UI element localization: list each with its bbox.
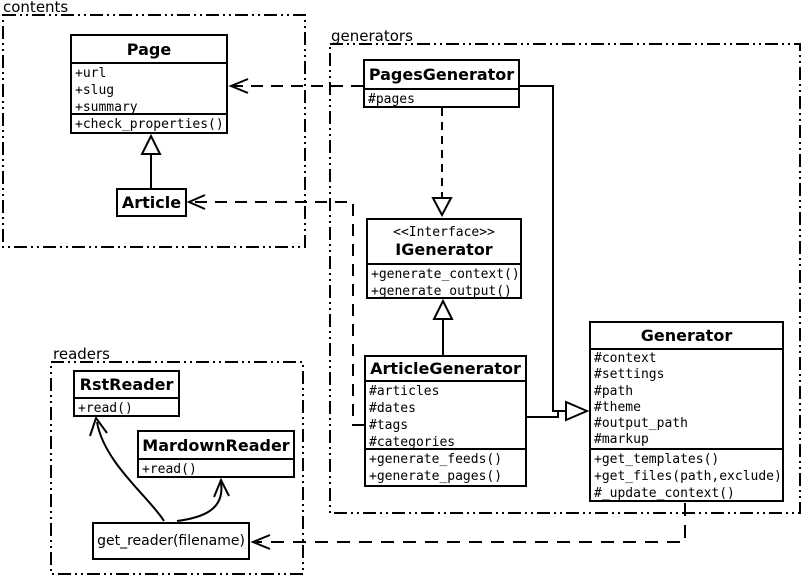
- class-page-attributes: +url +slug +summary: [72, 64, 226, 115]
- class-generator-title: Generator: [591, 323, 782, 350]
- member-row: +url: [75, 66, 107, 81]
- class-article: Article: [116, 188, 187, 217]
- class-articlegenerator: ArticleGenerator #articles #dates #tags #ca…: [364, 355, 527, 487]
- member-row: +read(): [78, 401, 133, 416]
- class-igenerator-name: IGenerator: [395, 239, 493, 259]
- realization-pagesgenerator-to-igenerator: [431, 108, 453, 218]
- member-row: +generate_output(): [371, 284, 512, 299]
- class-generator-methods: +get_templates() +get_files(path,exclude)…: [591, 450, 782, 501]
- member-row: +generate_context(): [371, 267, 520, 282]
- member-row: #categories: [369, 435, 456, 450]
- member-row: +get_templates(): [594, 452, 720, 467]
- member-row: #context: [594, 351, 657, 366]
- member-row: #dates: [369, 401, 416, 416]
- class-page-methods: +check_properties(): [72, 115, 226, 132]
- dependency-articlegenerator-to-article: [186, 194, 364, 426]
- class-rstreader: RstReader +read(): [73, 370, 180, 417]
- member-row: #output_path: [594, 416, 688, 432]
- class-articlegenerator-methods: +generate_feeds() +generate_pages(): [366, 450, 525, 485]
- member-row: +slug: [75, 83, 115, 98]
- package-readers-border: [50, 361, 304, 575]
- dependency-generator-to-getreader: [250, 503, 686, 550]
- class-page: Page +url +slug +summary +check_properties…: [70, 34, 228, 134]
- generalization-articlegenerator-to-igenerator: [432, 298, 454, 355]
- class-mardownreader: MardownReader +read(): [137, 430, 295, 478]
- member-row: #articles: [369, 384, 440, 399]
- class-mardownreader-title: MardownReader: [139, 432, 293, 460]
- getreader-box: get_reader(filename): [92, 522, 250, 560]
- member-row: +get_files(path,exclude): [594, 469, 782, 484]
- class-rstreader-title: RstReader: [75, 372, 178, 399]
- class-article-title: Article: [121, 193, 182, 212]
- member-row: #tags: [369, 418, 409, 433]
- member-row: #settings: [594, 367, 665, 383]
- class-rstreader-methods: +read(): [75, 399, 178, 416]
- class-pagesgenerator-attributes: #pages: [365, 90, 518, 107]
- class-igenerator-title: <<Interface>> IGenerator: [368, 220, 520, 265]
- class-pagesgenerator-title: PagesGenerator: [365, 61, 518, 90]
- dependency-pagesgenerator-to-page: [228, 78, 363, 94]
- class-igenerator-stereotype: <<Interface>>: [393, 224, 495, 240]
- package-contents-border: [2, 14, 306, 248]
- member-row: #path: [594, 383, 634, 399]
- arrow-getreader-to-rstreader: [89, 415, 165, 522]
- generalization-article-to-page: [140, 133, 162, 188]
- member-row: +check_properties(): [75, 117, 224, 132]
- class-articlegenerator-attributes: #articles #dates #tags #categories: [366, 382, 525, 450]
- class-page-title: Page: [72, 36, 226, 64]
- class-generator-attributes: #context#settings#path#theme#output_path…: [591, 350, 782, 450]
- package-label-readers: readers: [53, 345, 110, 363]
- class-igenerator: <<Interface>> IGenerator +generate_conte…: [366, 218, 522, 299]
- package-label-generators: generators: [331, 27, 413, 45]
- member-row: +read(): [142, 462, 197, 477]
- class-articlegenerator-title: ArticleGenerator: [366, 357, 525, 382]
- member-row: #pages: [368, 92, 415, 107]
- class-mardownreader-methods: +read(): [139, 460, 293, 477]
- package-label-contents: contents: [3, 0, 69, 16]
- member-row: +generate_pages(): [369, 469, 503, 484]
- class-pagesgenerator: PagesGenerator #pages: [363, 59, 520, 108]
- member-row: #_update_context(): [594, 486, 735, 501]
- member-row: +generate_feeds(): [369, 452, 503, 467]
- class-generator: Generator #context#settings#path#theme#o…: [589, 321, 784, 502]
- generalization-generators-to-generator: [520, 85, 590, 422]
- arrow-getreader-to-mardownreader: [176, 477, 230, 522]
- member-row: +summary: [75, 100, 138, 115]
- member-row: #markup: [594, 432, 649, 448]
- member-row: #theme: [594, 399, 641, 415]
- package-generators-border: [329, 43, 801, 514]
- class-igenerator-methods: +generate_context() +generate_output(): [368, 265, 520, 299]
